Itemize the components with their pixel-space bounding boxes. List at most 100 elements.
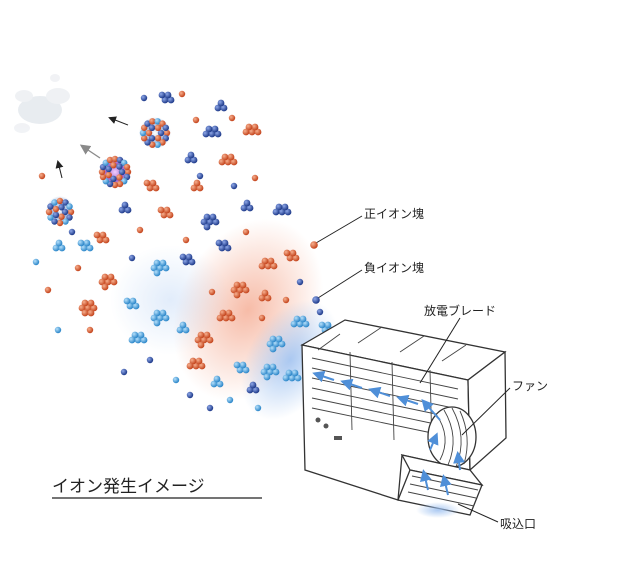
ion-particle <box>198 362 206 370</box>
ion-particle <box>123 163 131 171</box>
panel-screws <box>315 417 342 440</box>
ion-particle <box>149 179 157 187</box>
ion-particle <box>166 211 174 219</box>
ion-particle <box>107 273 115 281</box>
ion-particle <box>184 156 192 164</box>
ion-particle <box>263 373 271 381</box>
ion-particle <box>283 249 291 257</box>
ion-particle <box>258 314 266 322</box>
leader-lines <box>315 215 511 523</box>
ion-particle <box>230 182 238 190</box>
ion-particle <box>159 309 167 317</box>
ion-particle <box>154 124 162 132</box>
ion-particle <box>193 179 201 187</box>
ion-particle <box>292 254 300 262</box>
ion-particle <box>58 213 65 220</box>
ion-particle <box>211 125 219 133</box>
ion-particle <box>182 326 190 334</box>
leader-intake <box>457 503 499 523</box>
ion-particle <box>132 302 140 310</box>
ion-particle <box>261 257 269 265</box>
ion-particle <box>249 381 257 389</box>
ion-particle <box>189 357 197 365</box>
ion-particle <box>52 205 60 213</box>
ion-particle <box>66 203 73 210</box>
ion-particle <box>124 168 132 176</box>
ion-particle <box>158 91 166 99</box>
ion-particle <box>272 340 280 348</box>
ion-particle <box>52 244 60 252</box>
ion-particle <box>83 239 91 247</box>
ion-particle <box>86 244 94 252</box>
ion-particle <box>285 369 293 377</box>
ion-particle <box>45 208 53 216</box>
ion-particle <box>148 124 156 132</box>
ion-particle <box>157 206 165 214</box>
ion-particle <box>200 218 208 226</box>
ion-particle <box>194 336 202 344</box>
ion-particle <box>84 304 92 312</box>
ion-particle <box>240 204 248 212</box>
ion-particle <box>205 125 213 133</box>
ion-particle <box>162 264 170 272</box>
ion-particle <box>236 286 244 294</box>
ion-particle <box>68 228 76 236</box>
ion-particle <box>146 356 154 364</box>
ion-particle <box>110 175 117 183</box>
ion-particle <box>136 226 144 234</box>
leader-discharge-blade <box>419 317 461 384</box>
leader-positive-cluster <box>315 215 363 244</box>
ion-particle <box>93 231 101 239</box>
ion-particle <box>134 336 142 344</box>
ion-particle <box>98 168 106 176</box>
ion-particle <box>263 363 271 371</box>
ion-particle <box>203 331 211 339</box>
ion-particle <box>105 171 112 179</box>
ion-particle <box>140 94 148 102</box>
ion-particle <box>190 156 198 164</box>
drift-arrows <box>55 116 129 179</box>
ion-particle <box>288 374 296 382</box>
ion-particle <box>67 208 75 216</box>
ion-particle <box>146 184 154 192</box>
ion-particle <box>192 362 200 370</box>
ion-particle <box>195 357 203 365</box>
ion-particle <box>90 304 98 312</box>
ion-particle <box>164 91 172 99</box>
ion-particle <box>126 302 134 310</box>
ion-particle <box>150 264 158 272</box>
ion-particle <box>294 374 302 382</box>
label-intake: 吸込口 <box>500 517 536 531</box>
ion-particle <box>242 366 250 374</box>
ion-particle <box>224 158 232 166</box>
ion-particle <box>162 314 170 322</box>
ion-particle <box>225 309 233 317</box>
ion-particle <box>58 204 65 211</box>
ion-particle <box>272 208 280 216</box>
ion-particle <box>54 326 62 334</box>
ion-particle <box>182 258 190 266</box>
ion-particle <box>139 129 147 137</box>
ion-particle <box>242 128 250 136</box>
ion-particle <box>217 99 225 107</box>
ion-particle <box>124 206 132 214</box>
ion-particle <box>242 286 250 294</box>
ion-particle <box>156 264 164 272</box>
ion-particle <box>32 258 40 266</box>
ion-particle <box>221 239 229 247</box>
ion-particle <box>176 326 184 334</box>
ion-particle <box>236 366 244 374</box>
ion-particle <box>150 314 158 322</box>
ion-particle <box>186 391 194 399</box>
ion-particle <box>154 134 162 142</box>
ion-particle <box>118 206 126 214</box>
ion-particle <box>104 278 112 286</box>
ion-particle <box>186 362 194 370</box>
ion-particle <box>213 375 221 383</box>
ion-particle <box>251 123 259 131</box>
ion-particle <box>149 118 156 125</box>
ion-particle <box>282 296 290 304</box>
ion-particle <box>233 361 241 369</box>
ion-particle <box>51 199 58 206</box>
airflow-arrows <box>312 370 466 496</box>
